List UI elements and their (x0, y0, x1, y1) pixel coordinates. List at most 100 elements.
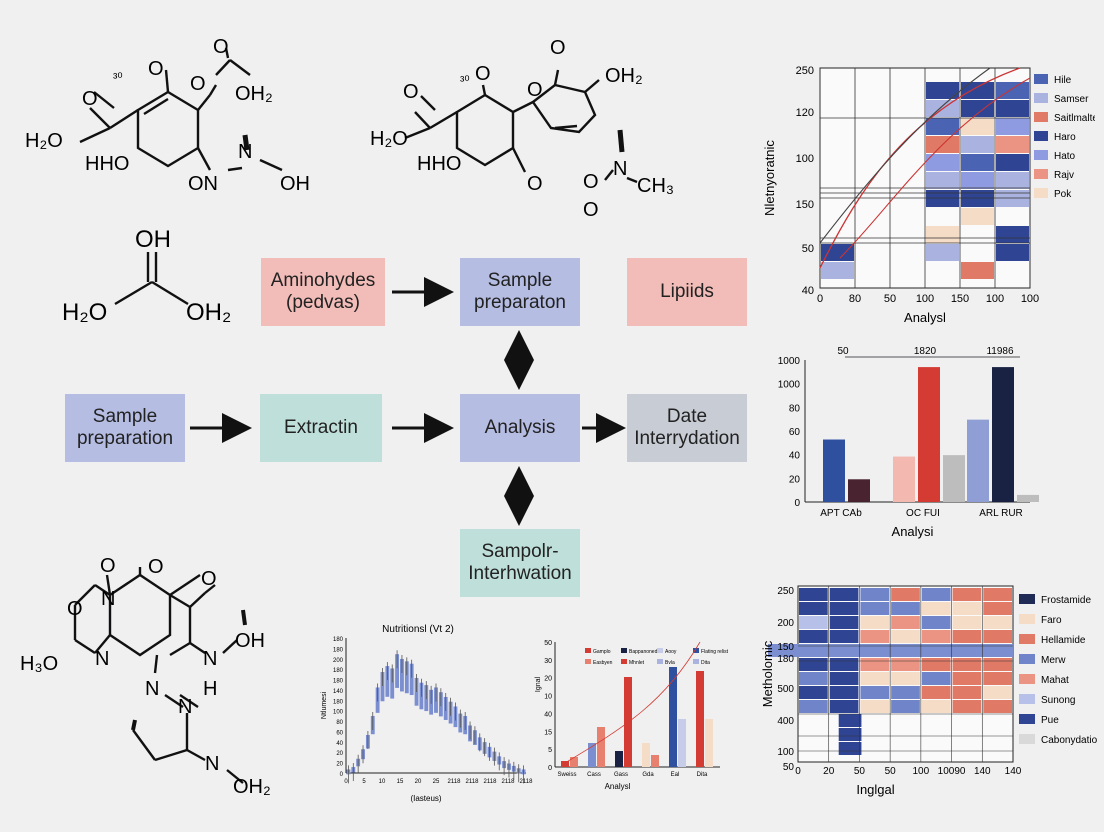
x-tick-label: 25 (433, 779, 440, 785)
heatmap-cell (926, 226, 959, 243)
y-tick-label: 40 (802, 285, 814, 297)
legend-swatch (693, 648, 699, 653)
heatmap-cell (838, 714, 862, 727)
y-tick-label: 20 (336, 762, 343, 768)
y-tick-label: 180 (333, 647, 344, 653)
legend-label: Merw (1041, 655, 1066, 666)
y-tick-label: 180 (333, 668, 344, 674)
mol4-n-bottom: N (205, 753, 219, 775)
lipids-box: Lipiids (627, 258, 747, 326)
y-tick-label: 200 (777, 618, 794, 629)
x-tick-label: 50 (885, 766, 897, 777)
y-tick-label: 1000 (778, 380, 801, 391)
legend-swatch (621, 648, 627, 653)
mol3-h2o: H₂O (62, 299, 107, 326)
heatmap-cell (983, 602, 1012, 615)
y-tick-label: 250 (796, 65, 814, 77)
y-tick-label: 140 (333, 689, 344, 695)
x-axis-title: Analysl (605, 782, 631, 791)
legend-swatch (1019, 594, 1035, 604)
y-tick-label: 60 (789, 427, 801, 438)
mol1-oh2: OH₂ (235, 83, 273, 105)
y-axis-title: Metholomic (760, 640, 775, 707)
mol2-o-acid: O (403, 81, 419, 103)
heatmap-cell (961, 208, 994, 225)
y-tick-label: 180 (777, 654, 794, 665)
x-tick-label: 80 (849, 293, 861, 305)
heatmap-cell (921, 588, 951, 601)
heatmap-cell (860, 602, 890, 615)
heatmap-cell (952, 602, 982, 615)
hist-bar (404, 661, 409, 694)
y-tick-label: 180 (333, 699, 344, 705)
heatmap-cell (921, 700, 951, 713)
y-tick-label: 1000 (778, 356, 801, 367)
y-tick-label: 80 (336, 720, 343, 726)
heatmap-cell (799, 658, 828, 671)
mol2-o-right: O (527, 173, 543, 195)
heatmap-cell (799, 616, 828, 629)
y-tick-label: 100 (796, 153, 814, 165)
heatmap-cell (952, 686, 982, 699)
mol1-tiny: ³⁰ (113, 70, 123, 85)
category-label: Cass (587, 772, 601, 778)
bar (705, 719, 713, 767)
molecule-4: O O O O N H₃O N N OH N H N N OH₂ (20, 555, 271, 798)
legend-label: Hellamide (1041, 635, 1086, 646)
y-axis-title: Ntlumesi (321, 691, 328, 719)
legend-swatch (657, 659, 663, 664)
y-tick-label: 500 (777, 684, 794, 695)
legend-label: Gamplo (593, 649, 611, 655)
heatmap-cell (983, 588, 1012, 601)
mol4-oh2: OH₂ (233, 776, 271, 798)
y-tick-label: 0 (548, 765, 552, 772)
legend-swatch (1034, 169, 1048, 179)
legend-label: Flating relist (701, 649, 729, 655)
y-tick-label: 0 (794, 498, 800, 509)
hist-bar (390, 668, 395, 699)
heatmap-cell (860, 672, 890, 685)
x-tick-label: 100 (1021, 293, 1039, 305)
mol2-o-low: O (583, 171, 599, 193)
top-label: 1820 (914, 346, 937, 357)
mol1-hho: HHO (85, 153, 129, 175)
category-label: Eal (671, 772, 680, 778)
mol4-o-ald: O (201, 568, 217, 590)
x-tick-label: 0 (795, 766, 801, 777)
heatmap-cell (821, 244, 854, 261)
heatmap-cell (983, 686, 1012, 699)
y-tick-label: 200 (333, 658, 344, 664)
chart-title: Nutritionsl (Vt 2) (382, 624, 454, 635)
mol3-oh2: OH₂ (186, 299, 231, 326)
top-label: 11986 (986, 346, 1014, 357)
legend-swatch (621, 659, 627, 664)
x-tick-label: 140 (1005, 766, 1022, 777)
y-tick-label: 180 (333, 637, 344, 643)
bar (992, 367, 1014, 502)
bar (1017, 494, 1039, 502)
bar (561, 761, 569, 767)
date-interpretation-box: Date Interrydation (627, 394, 747, 462)
bar (669, 667, 677, 767)
x-axis-title: Analysi (892, 524, 934, 539)
heatmap-cell (996, 154, 1029, 171)
heatmap-cell (921, 658, 951, 671)
heatmap-cell (799, 686, 828, 699)
heatmap-cell (799, 588, 828, 601)
legend-swatch (1019, 654, 1035, 664)
heatmap-cell (983, 616, 1012, 629)
mol2-ch3: CH₃ (637, 175, 674, 197)
y-tick-label: 20 (544, 676, 552, 683)
heatmap-cell (952, 630, 982, 643)
heatmap-cell (926, 190, 959, 207)
heatmap-cell (926, 172, 959, 189)
mol2-o1: O (475, 63, 491, 85)
heatmap-cell (860, 588, 890, 601)
heatmap-cell (996, 172, 1029, 189)
mol4-o-top: O (100, 555, 116, 577)
category-label: APT CAb (820, 508, 862, 519)
legend-swatch (1019, 714, 1035, 724)
